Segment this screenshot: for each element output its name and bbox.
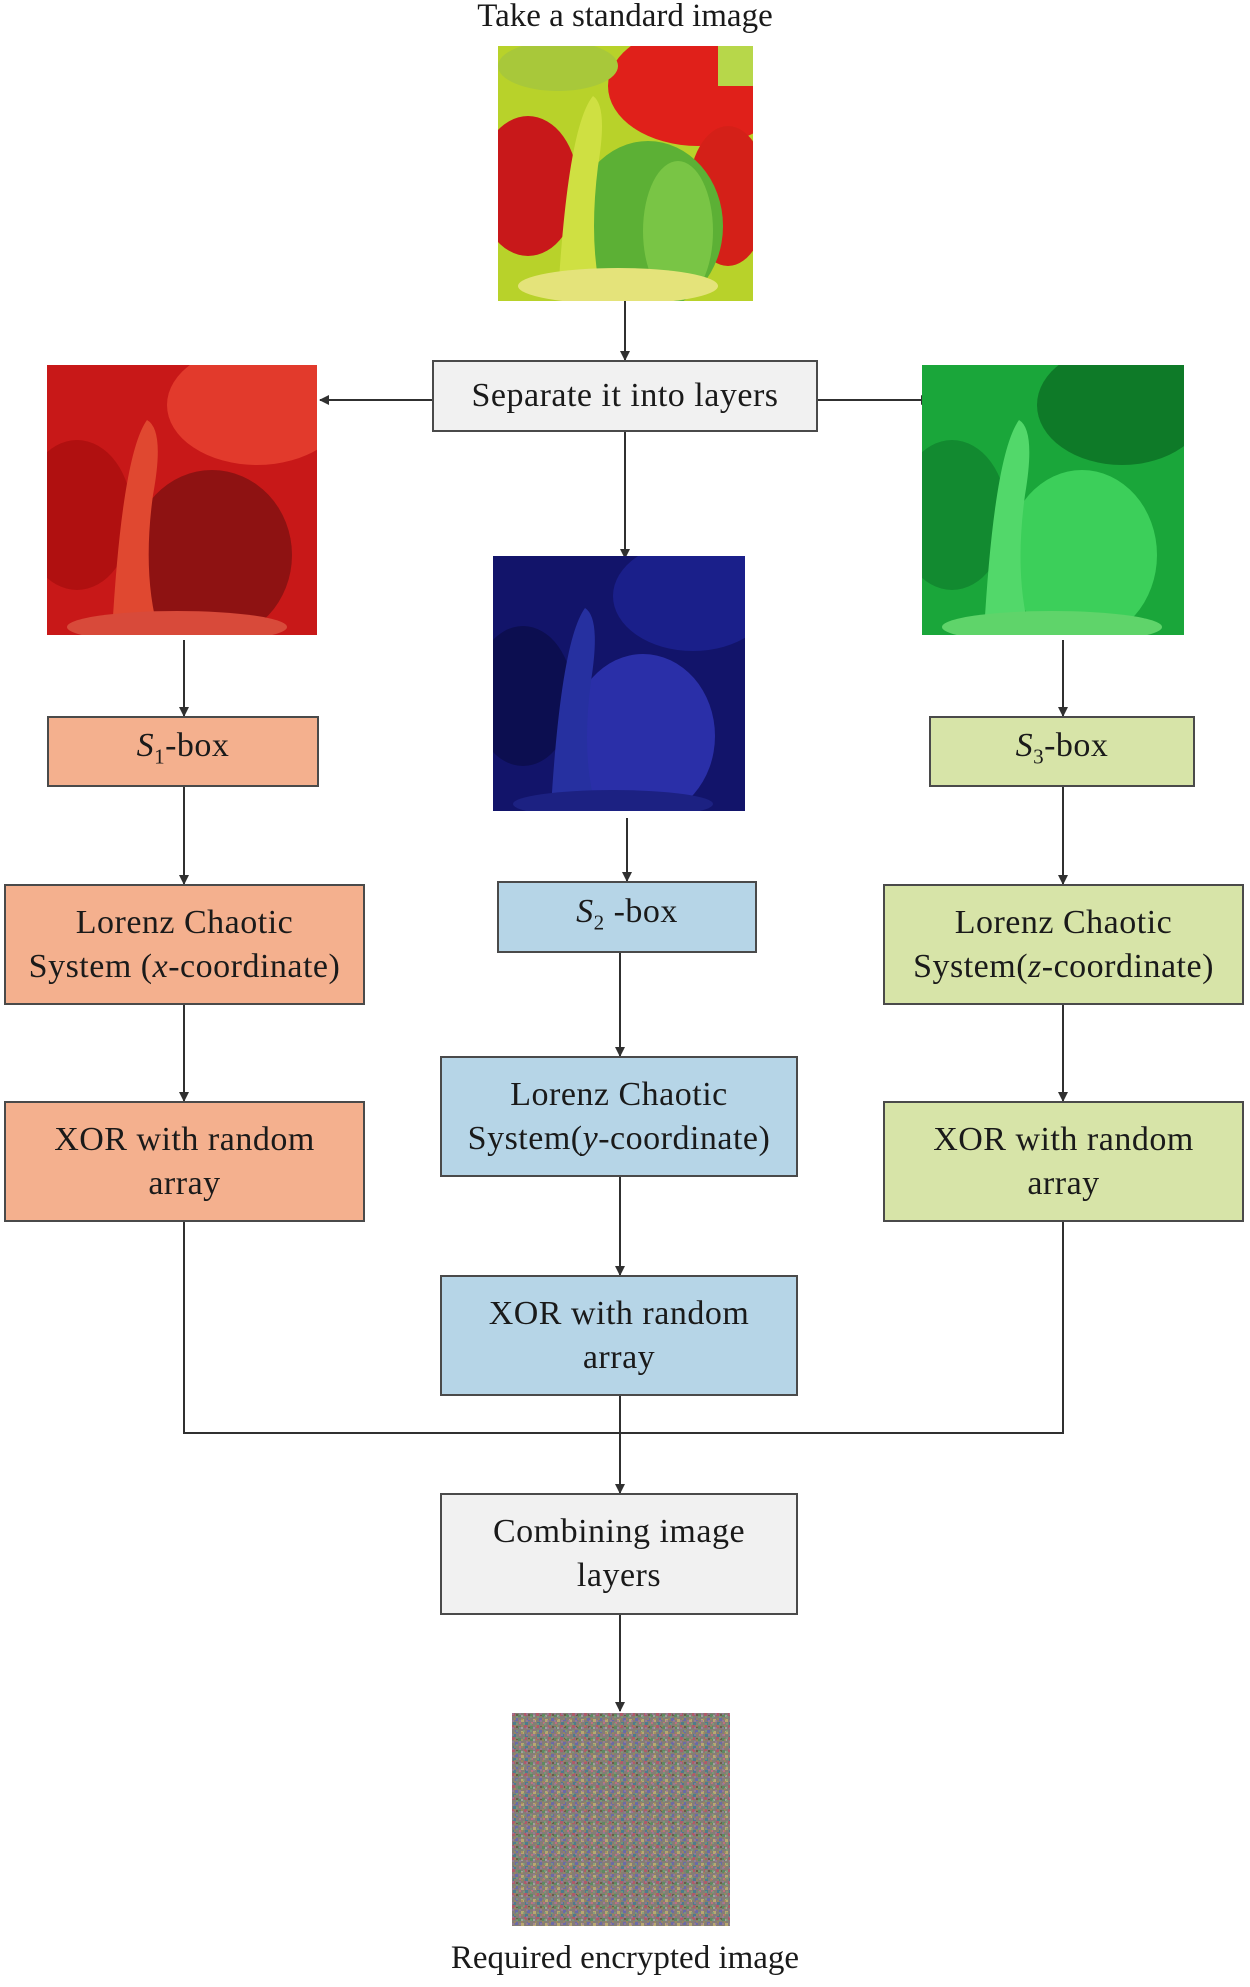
lorenz-z-line1: Lorenz Chaotic	[954, 903, 1173, 941]
s1-box-label: S1-box	[137, 724, 230, 778]
lorenz-y-line2: System(y-coordinate)	[468, 1117, 771, 1161]
s2-symbol: S	[576, 892, 594, 930]
lorenz-y-prefix: System(	[467, 1119, 583, 1157]
original-pepper-image	[498, 46, 753, 301]
lorenz-x-line1: Lorenz Chaotic	[75, 903, 294, 941]
lorenz-z-var: z	[1028, 947, 1042, 985]
separate-layers-label: Separate it into layers	[471, 377, 779, 414]
lorenz-y-line1: Lorenz Chaotic	[510, 1075, 728, 1113]
s1-box: S1-box	[47, 716, 319, 787]
s3-subscript: 3	[1033, 744, 1045, 769]
s3-box-label: S3-box	[1016, 724, 1109, 778]
green-layer-image	[922, 365, 1184, 635]
xor-red-line2: array	[148, 1164, 221, 1202]
blue-layer-image	[493, 556, 745, 811]
s2-subscript: 2	[593, 910, 605, 935]
xor-blue-line1: XOR with random	[488, 1294, 750, 1332]
combine-layers-label: Combining image layers	[493, 1510, 745, 1598]
xor-blue-label: XOR with random array	[489, 1292, 750, 1380]
lorenz-x-suffix: -coordinate)	[168, 947, 341, 985]
lorenz-y-box: Lorenz Chaotic System(y-coordinate)	[440, 1056, 798, 1177]
s1-symbol: S	[136, 727, 155, 765]
xor-blue-line2: array	[582, 1338, 656, 1376]
lorenz-y-label: Lorenz Chaotic System(y-coordinate)	[468, 1073, 771, 1161]
combine-line2: layers	[576, 1557, 662, 1594]
xor-red-line1: XOR with random	[54, 1120, 315, 1158]
s3-suffix: -box	[1044, 727, 1109, 765]
lorenz-z-label: Lorenz Chaotic System(z-coordinate)	[913, 901, 1214, 989]
xor-red-box: XOR with random array	[4, 1101, 365, 1222]
lorenz-x-line2: System (x-coordinate)	[29, 945, 341, 989]
s1-subscript: 1	[154, 744, 166, 769]
xor-green-line2: array	[1027, 1164, 1100, 1202]
lorenz-x-box: Lorenz Chaotic System (x-coordinate)	[4, 884, 365, 1005]
xor-red-label: XOR with random array	[54, 1118, 315, 1206]
s3-symbol: S	[1015, 727, 1034, 765]
lorenz-z-prefix: System(	[913, 947, 1029, 985]
separate-layers-box: Separate it into layers	[432, 360, 818, 432]
s1-suffix: -box	[165, 727, 230, 765]
lorenz-z-line2: System(z-coordinate)	[913, 945, 1214, 989]
lorenz-y-suffix: -coordinate)	[598, 1119, 771, 1157]
lorenz-z-suffix: -coordinate)	[1041, 947, 1214, 985]
xor-green-box: XOR with random array	[883, 1101, 1244, 1222]
encrypted-noise-image	[512, 1713, 730, 1926]
lorenz-x-label: Lorenz Chaotic System (x-coordinate)	[29, 901, 341, 989]
xor-green-label: XOR with random array	[933, 1118, 1194, 1206]
merge-line	[183, 1222, 1064, 1434]
red-layer-image	[47, 365, 317, 635]
lorenz-x-var: x	[152, 947, 169, 985]
xor-blue-box: XOR with random array	[440, 1275, 798, 1396]
bottom-caption: Required encrypted image	[450, 1940, 800, 1976]
xor-green-line1: XOR with random	[933, 1120, 1194, 1158]
lorenz-y-var: y	[582, 1119, 599, 1157]
combine-line1: Combining image	[492, 1513, 746, 1550]
lorenz-z-box: Lorenz Chaotic System(z-coordinate)	[883, 884, 1244, 1005]
top-caption: Take a standard image	[477, 0, 773, 34]
lorenz-x-prefix: System (	[28, 947, 153, 985]
s2-suffix: -box	[613, 892, 678, 930]
s2-box: S2 -box	[497, 881, 757, 953]
s3-box: S3-box	[929, 716, 1195, 787]
combine-layers-box: Combining image layers	[440, 1493, 798, 1615]
s2-box-label: S2 -box	[576, 890, 678, 944]
